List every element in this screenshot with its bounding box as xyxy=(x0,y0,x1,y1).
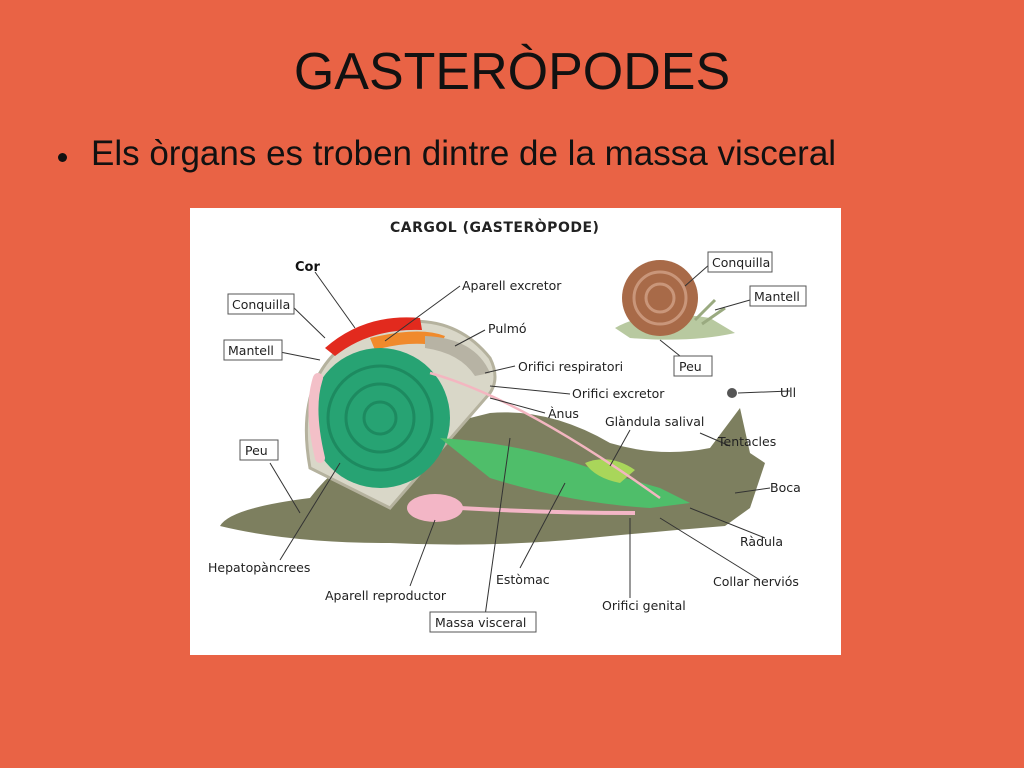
leader-peu-small xyxy=(659,339,681,357)
label-hepatopancrees: Hepatopàncrees xyxy=(208,560,310,575)
bullet-item: Els òrgans es troben dintre de la massa … xyxy=(58,134,998,174)
leader-radula xyxy=(689,507,766,539)
salivary-gland xyxy=(585,459,635,483)
label-aparell-reproductor: Aparell reproductor xyxy=(325,588,447,603)
leader-conquilla xyxy=(289,303,326,339)
box-mantell-small xyxy=(749,285,807,307)
box-conquilla xyxy=(227,293,295,315)
label-glandula-salival: Glàndula salival xyxy=(605,414,704,429)
leader-peu xyxy=(269,462,301,514)
label-peu: Peu xyxy=(245,443,268,458)
leader-estomac xyxy=(519,482,566,569)
label-mantell: Mantell xyxy=(228,343,274,358)
box-massa-visceral xyxy=(429,611,537,633)
small-snail-illustration xyxy=(615,260,735,340)
leader-ull xyxy=(737,390,791,394)
label-orifici-excretor: Orifici excretor xyxy=(572,386,665,401)
label-anus: Ànus xyxy=(548,406,579,421)
small-shell-whorl-1 xyxy=(632,270,688,326)
small-shell-whorl-2 xyxy=(644,282,676,314)
visceral-whorl-2 xyxy=(344,382,416,454)
label-peu-small: Peu xyxy=(679,359,702,374)
label-conquilla-small: Conquilla xyxy=(712,255,770,270)
hepatopancreas-lobes xyxy=(308,373,325,463)
box-peu xyxy=(239,439,279,461)
leader-anus xyxy=(489,397,546,414)
leader-aparell-excretor xyxy=(384,285,461,342)
label-cor: Cor xyxy=(295,260,320,275)
label-pulmo: Pulmó xyxy=(488,321,527,336)
box-mantell xyxy=(223,339,283,361)
heart-organ xyxy=(325,317,422,356)
eye-organ xyxy=(727,388,737,398)
label-estomac: Estòmac xyxy=(496,572,550,587)
reproductive-organ xyxy=(407,494,463,522)
box-conquilla-small xyxy=(707,251,773,273)
diagram-title: CARGOL (GASTERÒPODE) xyxy=(390,218,599,236)
leader-collar xyxy=(659,517,761,581)
label-collar-nervios: Collar nerviós xyxy=(713,574,799,589)
leader-mantell-small xyxy=(714,299,751,311)
label-aparell-excretor: Aparell excretor xyxy=(462,278,562,293)
label-orifici-genital: Orifici genital xyxy=(602,598,686,613)
bullet-text: Els òrgans es troben dintre de la massa … xyxy=(91,134,837,173)
leader-conquilla-small xyxy=(684,263,711,287)
leader-glandula xyxy=(609,429,631,467)
slide-title: GASTERÒPODES xyxy=(293,43,731,101)
reproductive-duct xyxy=(459,506,636,515)
box-peu-small xyxy=(673,355,713,377)
leader-boca xyxy=(734,487,771,494)
label-orifici-respiratori: Orifici respiratori xyxy=(518,359,623,374)
leader-orifici-excretor xyxy=(489,385,571,395)
leader-cor xyxy=(314,271,356,329)
label-radula: Ràdula xyxy=(740,534,783,549)
leader-orifici-respiratori xyxy=(484,365,516,374)
leader-mantell xyxy=(279,351,321,361)
intestine xyxy=(429,371,661,500)
leader-pulmo xyxy=(454,329,486,347)
label-massa-visceral: Massa visceral xyxy=(435,615,526,630)
label-boca: Boca xyxy=(770,480,801,495)
small-snail-tentacles xyxy=(693,298,726,326)
leader-tentacles xyxy=(699,432,731,447)
leader-hepatopancrees xyxy=(279,462,341,561)
lung-organ xyxy=(425,336,490,376)
snail-anatomy-svg: CARGOL (GASTERÒPODE) xyxy=(208,218,807,633)
label-tentacles: Tentacles xyxy=(717,434,776,449)
visceral-spiral xyxy=(310,348,450,488)
label-ull: Ull xyxy=(780,385,796,400)
leader-massa-visceral xyxy=(484,437,511,617)
stomach-organ xyxy=(440,438,690,508)
leader-aparell-reproductor xyxy=(409,519,436,587)
visceral-whorl-3 xyxy=(362,400,398,436)
bullet-dot-icon xyxy=(58,152,67,162)
label-mantell-small: Mantell xyxy=(754,289,800,304)
visceral-whorl-1 xyxy=(326,364,434,472)
snail-diagram: CARGOL (GASTERÒPODE) xyxy=(190,208,841,655)
label-conquilla: Conquilla xyxy=(232,297,290,312)
